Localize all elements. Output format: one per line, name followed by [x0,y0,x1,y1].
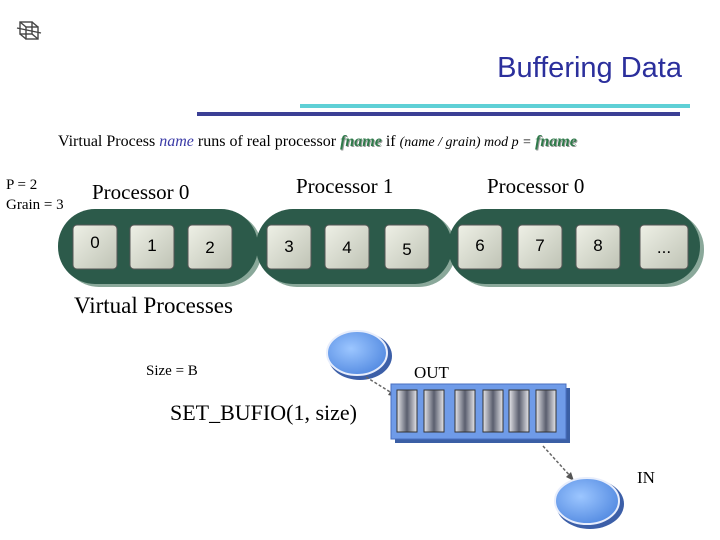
rule-text: if [381,133,400,150]
buffer-slot [396,389,418,433]
virtual-process-diagram: 0 1 2 3 4 5 6 7 8 ... [58,209,704,287]
buffer [390,383,570,443]
bufio-call: SET_BUFIO(1, size) [170,400,357,425]
vp-cell: 6 [457,224,503,270]
out-label: OUT [414,363,449,382]
virtual-processes-label: Virtual Processes [74,293,233,318]
rule-text: runs of real processor [193,133,341,150]
title-underline [197,104,690,116]
vp-number: 2 [205,238,214,257]
vp-cell: 0 [72,224,118,270]
page-title: Buffering Data [497,52,682,84]
cube-logo-icon [16,21,42,40]
buffer-slot [423,389,445,433]
processor-label: Processor 0 [92,180,190,204]
param-p: P = 2 [6,177,38,193]
processor-label: Processor 1 [296,174,394,198]
size-label: Size = B [146,363,198,379]
vp-number: ... [657,238,671,257]
buffer-slot [482,389,504,433]
vp-number: 8 [593,236,602,255]
vp-cell: 4 [324,224,370,270]
param-grain: Grain = 3 [6,197,64,213]
vp-number: 0 [90,233,99,252]
rule-text: Virtual Process [58,133,160,150]
destination-node [554,477,624,529]
in-label: IN [637,468,655,487]
processor-label: Processor 0 [487,174,585,198]
vp-number: 5 [402,240,411,259]
vp-number: 4 [342,238,351,257]
vp-number: 3 [284,237,293,256]
vp-cell: 5 [384,224,430,270]
buffer-diagram [326,330,624,529]
buffer-slot [508,389,530,433]
mapping-rule: Virtual Process name runs of real proces… [58,133,577,151]
vp-cell: 2 [187,224,233,270]
vp-cell: ... [639,224,689,270]
buffer-slot [454,389,476,433]
rule-fname: fname [535,133,577,150]
vp-number: 6 [475,236,484,255]
rule-formula: (name / grain) mod p = [399,135,536,150]
vp-number: 7 [535,236,544,255]
vp-cell: 1 [129,224,175,270]
vp-cell: 7 [517,224,563,270]
vp-cell: 3 [266,224,312,270]
rule-name: name [159,133,194,150]
vp-number: 1 [147,236,156,255]
source-node [326,330,392,380]
in-arrow [542,445,574,481]
vp-cell: 8 [575,224,621,270]
buffer-slot [535,389,557,433]
rule-fname: fname [340,133,382,150]
